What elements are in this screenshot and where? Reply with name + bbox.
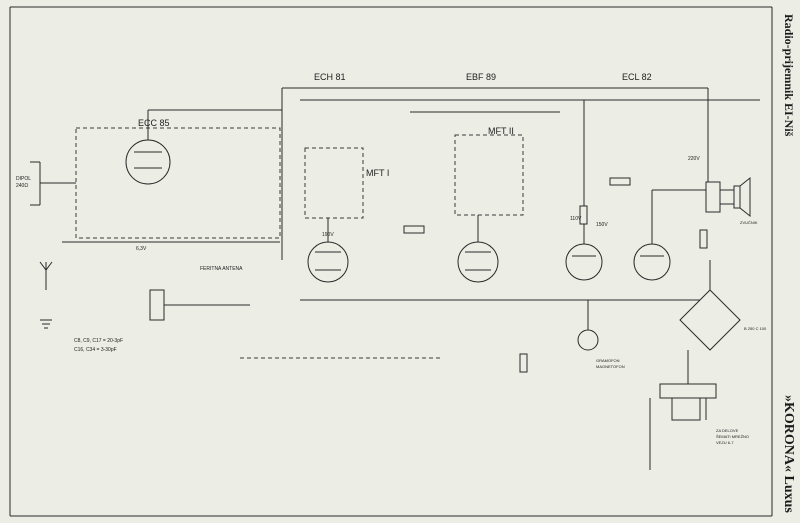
volume-potentiometer — [519, 353, 528, 373]
rectifier-bridge — [679, 289, 741, 351]
label-ebf89: EBF 89 — [466, 72, 496, 82]
label-ech81: ECH 81 — [314, 72, 346, 82]
ecc85-shield-box — [75, 127, 281, 239]
resistor-r28 — [579, 205, 588, 225]
label-190v: 190V — [322, 232, 334, 238]
label-110v: 110V — [570, 216, 582, 222]
ferrite-antenna-coil — [149, 289, 165, 321]
label-mains-note-1: ZA DELOVE — [716, 428, 739, 433]
mains-transformer — [659, 383, 717, 399]
mains-transformer-primary — [671, 398, 701, 421]
label-220v: 220V — [688, 156, 700, 162]
label-mft2: MFT II — [488, 126, 514, 136]
side-model: »KORONA« Luxus — [781, 395, 796, 513]
label-caps-note-1: C8, C9, C17 = 20-3pF — [74, 338, 123, 344]
label-ecc85: ECC 85 — [138, 118, 170, 128]
ecc85-tube — [125, 139, 171, 185]
resistor-r12 — [403, 225, 425, 234]
label-mft1: MFT I — [366, 168, 389, 178]
output-transformer — [705, 181, 721, 213]
resistor-r30 — [609, 177, 631, 186]
ecl82-pentode — [633, 243, 671, 281]
ech81-tube — [307, 241, 349, 283]
speaker — [733, 185, 741, 209]
label-feritna-antena: FERITNA ANTENA — [200, 266, 243, 272]
mft1-box — [304, 147, 364, 219]
am-antenna-symbol — [39, 261, 53, 271]
label-dipol: DIPOL — [16, 176, 31, 182]
label-magnetofon: MAGNETOFON — [596, 364, 625, 369]
label-gramofon: GRAMOFON — [596, 358, 620, 363]
label-ecl82: ECL 82 — [622, 72, 652, 82]
resistor-r34 — [699, 229, 708, 249]
label-caps-note-2: C16, C34 = 3-30pF — [74, 347, 117, 353]
label-dipol-ohm: 240Ω — [16, 183, 28, 189]
gramofon-socket — [577, 329, 599, 351]
label-6v3: 6,3V — [136, 246, 147, 252]
label-mains-note-3: VEZU 6-7 — [716, 440, 734, 445]
label-mains-note-2: ŠEMATI MREŽNO — [716, 434, 749, 439]
earth-symbol — [40, 319, 52, 329]
ebf89-tube — [457, 241, 499, 283]
side-title: Radio-prijemnik EI-Niš — [782, 14, 796, 137]
speaker-cone — [739, 176, 751, 218]
ecl82-triode — [565, 243, 603, 281]
mft2-box — [454, 134, 524, 216]
label-rectifier: B 250 C 100 — [744, 326, 767, 331]
label-150v: 150V — [596, 222, 608, 228]
label-zvucnik: ZVUČNIK — [740, 220, 758, 225]
dipole-connector — [30, 161, 41, 206]
